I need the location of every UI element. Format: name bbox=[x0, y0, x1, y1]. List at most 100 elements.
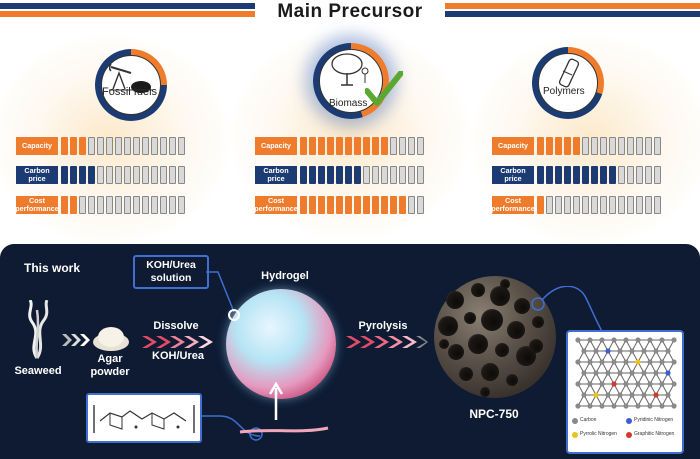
rating-cell-empty bbox=[408, 166, 415, 184]
rating-cell-empty bbox=[582, 196, 589, 214]
lattice-atom bbox=[653, 392, 659, 398]
rating-cell-empty bbox=[151, 166, 158, 184]
lattice-atom bbox=[581, 348, 587, 354]
pore bbox=[507, 321, 525, 339]
lattice-atom bbox=[611, 359, 617, 365]
rating-cell-filled bbox=[573, 137, 580, 155]
rating-cell-filled bbox=[537, 166, 544, 184]
tree-icon bbox=[331, 53, 369, 86]
rating-cell-empty bbox=[97, 137, 104, 155]
legend-label: Carbon bbox=[580, 417, 597, 423]
rating-cell-empty bbox=[124, 166, 131, 184]
rating-cells-cost-performance bbox=[300, 196, 424, 214]
row-label-capacity: Capacity bbox=[255, 137, 297, 155]
rating-cell-filled bbox=[300, 137, 307, 155]
row-label-carbon-price: Carbon price bbox=[492, 166, 534, 184]
rating-cell-filled bbox=[300, 166, 307, 184]
rating-cell-filled bbox=[555, 137, 562, 155]
rating-cell-empty bbox=[654, 196, 661, 214]
biomass-label: Biomass bbox=[329, 98, 368, 109]
lattice-atom bbox=[659, 403, 665, 409]
rating-cell-empty bbox=[618, 137, 625, 155]
pore bbox=[514, 298, 530, 314]
lattice-atom bbox=[635, 381, 641, 387]
chevrons-icon bbox=[62, 334, 90, 346]
rating-cell-empty bbox=[151, 137, 158, 155]
lattice-atom bbox=[617, 392, 623, 398]
rating-cell-filled bbox=[345, 196, 352, 214]
legend-swatch bbox=[626, 432, 632, 438]
header-right-bar-orange bbox=[445, 3, 700, 9]
lattice-atom bbox=[671, 359, 677, 365]
lattice-atom bbox=[647, 403, 653, 409]
rating-cell-filled bbox=[336, 166, 343, 184]
legend-label: Pyridinic Nitrogen bbox=[634, 417, 674, 423]
agar-powder-icon bbox=[93, 327, 129, 351]
fossil-fuels-label: Fossil fuels bbox=[102, 86, 158, 98]
lattice-atom bbox=[671, 337, 677, 343]
lattice-atom bbox=[671, 381, 677, 387]
rating-cell-filled bbox=[609, 166, 616, 184]
agar-connector bbox=[200, 415, 329, 441]
lattice-atom bbox=[623, 381, 629, 387]
rating-cell-filled bbox=[354, 166, 361, 184]
rating-cell-empty bbox=[372, 166, 379, 184]
dissolve-agent-label: KOH/Urea bbox=[152, 350, 204, 362]
rating-cell-filled bbox=[372, 137, 379, 155]
rating-cell-empty bbox=[417, 166, 424, 184]
rating-cell-filled bbox=[309, 196, 316, 214]
lattice-atom bbox=[575, 381, 581, 387]
rating-cell-empty bbox=[88, 137, 95, 155]
pore bbox=[529, 339, 543, 353]
rating-cell-empty bbox=[97, 166, 104, 184]
rating-cell-filled bbox=[309, 137, 316, 155]
pore bbox=[481, 363, 499, 381]
rating-cell-empty bbox=[106, 137, 113, 155]
pore bbox=[500, 279, 510, 289]
rating-cell-empty bbox=[618, 196, 625, 214]
pore bbox=[471, 283, 485, 297]
lattice-atom bbox=[587, 337, 593, 343]
lattice-atom bbox=[641, 348, 647, 354]
rating-cell-empty bbox=[591, 196, 598, 214]
rating-cell-filled bbox=[79, 137, 86, 155]
row-label-cost-performance: Cost performance bbox=[491, 196, 535, 214]
hydrogel-marker bbox=[228, 309, 240, 321]
rating-cells-carbon-price bbox=[61, 166, 185, 184]
nitrogen-lattice bbox=[575, 337, 677, 409]
lattice-atom bbox=[653, 348, 659, 354]
lattice-atom bbox=[599, 359, 605, 365]
rating-cell-empty bbox=[627, 166, 634, 184]
pyrolysis-arrow bbox=[346, 336, 428, 348]
rating-cell-empty bbox=[399, 166, 406, 184]
rating-cell-filled bbox=[390, 196, 397, 214]
npc-connector bbox=[531, 286, 607, 339]
rating-cell-filled bbox=[336, 137, 343, 155]
lattice-atom bbox=[659, 337, 665, 343]
lattice-atom bbox=[665, 392, 671, 398]
rating-cells-capacity bbox=[61, 137, 185, 155]
lattice-atom bbox=[659, 359, 665, 365]
rating-cell-empty bbox=[115, 166, 122, 184]
rating-cell-filled bbox=[327, 196, 334, 214]
rating-cell-empty bbox=[133, 137, 140, 155]
legend-label: Pyrrolic Nitrogen bbox=[580, 431, 617, 437]
pore bbox=[532, 316, 544, 328]
legend-swatch bbox=[572, 418, 578, 424]
rating-cells-capacity bbox=[300, 137, 424, 155]
rating-cell-filled bbox=[318, 166, 325, 184]
rating-cell-empty bbox=[142, 166, 149, 184]
rating-cell-empty bbox=[417, 196, 424, 214]
rating-cell-filled bbox=[537, 137, 544, 155]
rating-cell-empty bbox=[546, 196, 553, 214]
lattice-atom bbox=[575, 337, 581, 343]
rating-cell-filled bbox=[345, 137, 352, 155]
rating-cell-empty bbox=[178, 137, 185, 155]
rating-cell-filled bbox=[564, 137, 571, 155]
rating-cell-empty bbox=[627, 137, 634, 155]
rating-cell-filled bbox=[309, 166, 316, 184]
rating-cell-empty bbox=[600, 137, 607, 155]
rating-cell-filled bbox=[573, 166, 580, 184]
lattice-atom bbox=[599, 337, 605, 343]
rating-cell-empty bbox=[88, 196, 95, 214]
